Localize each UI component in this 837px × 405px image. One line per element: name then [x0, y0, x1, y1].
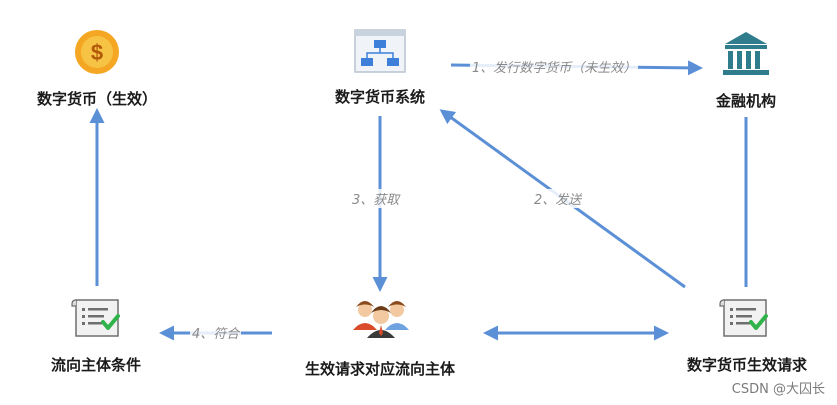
svg-text:$: $	[91, 40, 103, 65]
people-group-icon	[353, 301, 409, 338]
edge-label-match: 4、符合	[190, 323, 242, 342]
edge-label-send: 2、发送	[532, 189, 584, 208]
edge-label-issue: 1、发行数字货币（未生效）	[470, 57, 639, 76]
checked-document-icon	[71, 299, 120, 337]
flowchart-icon	[354, 29, 406, 73]
node-flow-subject-conditions: 流向主体条件	[50, 356, 142, 374]
node-digital-currency-effective: 数字货币（生效）	[36, 90, 158, 108]
node-digital-currency-system: 数字货币系统	[334, 88, 426, 106]
node-effective-request-subject: 生效请求对应流向主体	[304, 360, 456, 378]
edge-label-fetch: 3、获取	[350, 189, 402, 208]
node-digital-currency-effective-request: 数字货币生效请求	[686, 356, 808, 374]
watermark: CSDN @大囚长	[731, 382, 825, 397]
checked-document-icon	[719, 299, 768, 337]
bank-building-icon	[723, 32, 769, 75]
node-financial-institution: 金融机构	[715, 92, 777, 110]
dollar-coin-icon: $	[75, 30, 119, 74]
